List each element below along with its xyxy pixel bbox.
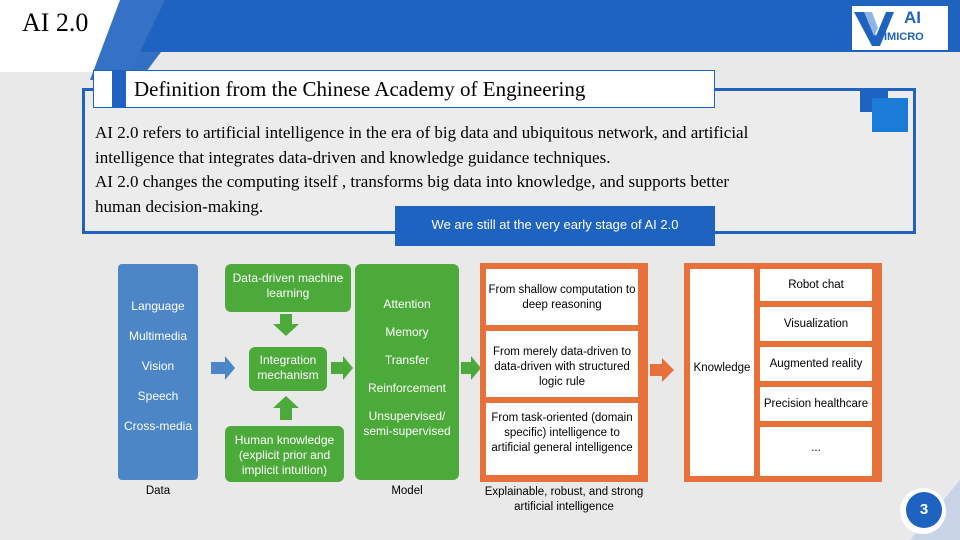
logo-sub-text: IMICRO — [884, 31, 924, 43]
human-knowledge-box: Human knowledge (explicit prior and impl… — [225, 426, 344, 482]
model-item: Memory — [385, 325, 429, 339]
reasoning-cell-text: From shallow computation to deep reasoni… — [488, 284, 636, 311]
application-cell: Augmented reality — [760, 347, 872, 381]
arrow-icon — [650, 358, 674, 382]
definition-title-accent — [112, 70, 126, 108]
reasoning-cell: From shallow computation to deep reasoni… — [486, 269, 638, 325]
model-item: Unsupervised/ semi-supervised — [363, 409, 451, 438]
corner-decoration — [872, 98, 908, 132]
logo-ai-text: AI — [904, 8, 921, 27]
data-item: Vision — [141, 359, 175, 373]
reasoning-cell: From task-oriented (domain specific) int… — [486, 403, 638, 475]
definition-title: Definition from the Chinese Academy of E… — [134, 77, 586, 101]
arrow-icon — [273, 396, 299, 420]
page-title: AI 2.0 — [22, 8, 89, 37]
arrow-icon — [211, 356, 235, 380]
knowledge-cell: Knowledge — [690, 269, 754, 476]
integration-label: Integration mechanism — [257, 353, 319, 382]
reasoning-cell-text: From merely data-driven to data-driven w… — [492, 346, 632, 388]
data-column — [118, 264, 198, 480]
definition-title-box — [93, 70, 715, 108]
application-label: ... — [811, 442, 821, 454]
arrow-icon — [273, 314, 299, 336]
application-label: Augmented reality — [769, 358, 863, 370]
definition-line: AI 2.0 changes the computing itself , tr… — [95, 172, 730, 191]
human-knowledge-label: Human knowledge (explicit prior and impl… — [234, 433, 335, 477]
knowledge-label: Knowledge — [693, 362, 751, 374]
definition-line: AI 2.0 refers to artificial intelligence… — [95, 123, 749, 142]
definition-line: intelligence that integrates data-driven… — [95, 147, 611, 167]
page-number: 3 — [906, 492, 942, 528]
logo-v-icon — [854, 12, 894, 46]
reasoning-cell: From merely data-driven to data-driven w… — [486, 331, 638, 397]
diagram-arrows — [211, 314, 481, 420]
application-label: Robot chat — [788, 279, 844, 291]
header-left-shape — [0, 0, 200, 80]
stage-note: We are still at the very early stage of … — [431, 217, 679, 232]
definition-body: AI 2.0 refers to artificial intelligence… — [95, 121, 875, 219]
application-cell: ... — [760, 427, 872, 476]
model-item: Attention — [383, 297, 431, 311]
stage-note-box — [395, 206, 715, 246]
data-caption: Data — [145, 485, 171, 497]
application-cell: Visualization — [760, 307, 872, 341]
data-driven-learning-box: Data-driven machine learning — [225, 264, 351, 312]
data-item: Multimedia — [128, 329, 188, 343]
model-column — [355, 264, 459, 480]
definition-line: human decision-making. — [95, 196, 264, 216]
model-item: Transfer — [384, 353, 430, 367]
data-item: Language — [131, 299, 185, 313]
arrow-icon — [461, 356, 481, 380]
arrow-icon — [331, 356, 353, 380]
application-label: Visualization — [783, 318, 849, 330]
application-label: Precision healthcare — [763, 398, 869, 410]
reasoning-caption: Explainable, robust, and strong artifici… — [484, 486, 644, 513]
data-item: Cross-media — [123, 419, 192, 433]
model-caption: Model — [391, 485, 423, 497]
integration-box: Integration mechanism — [249, 347, 327, 391]
application-cell: Robot chat — [760, 269, 872, 301]
data-driven-learning-label: Data-driven machine learning — [232, 271, 344, 300]
logo: AI IMICRO — [852, 6, 948, 50]
application-cell: Precision healthcare — [760, 387, 872, 421]
model-item: Reinforcement — [367, 381, 447, 395]
reasoning-cell-text: From task-oriented (domain specific) int… — [491, 412, 633, 454]
data-item: Speech — [137, 389, 179, 403]
